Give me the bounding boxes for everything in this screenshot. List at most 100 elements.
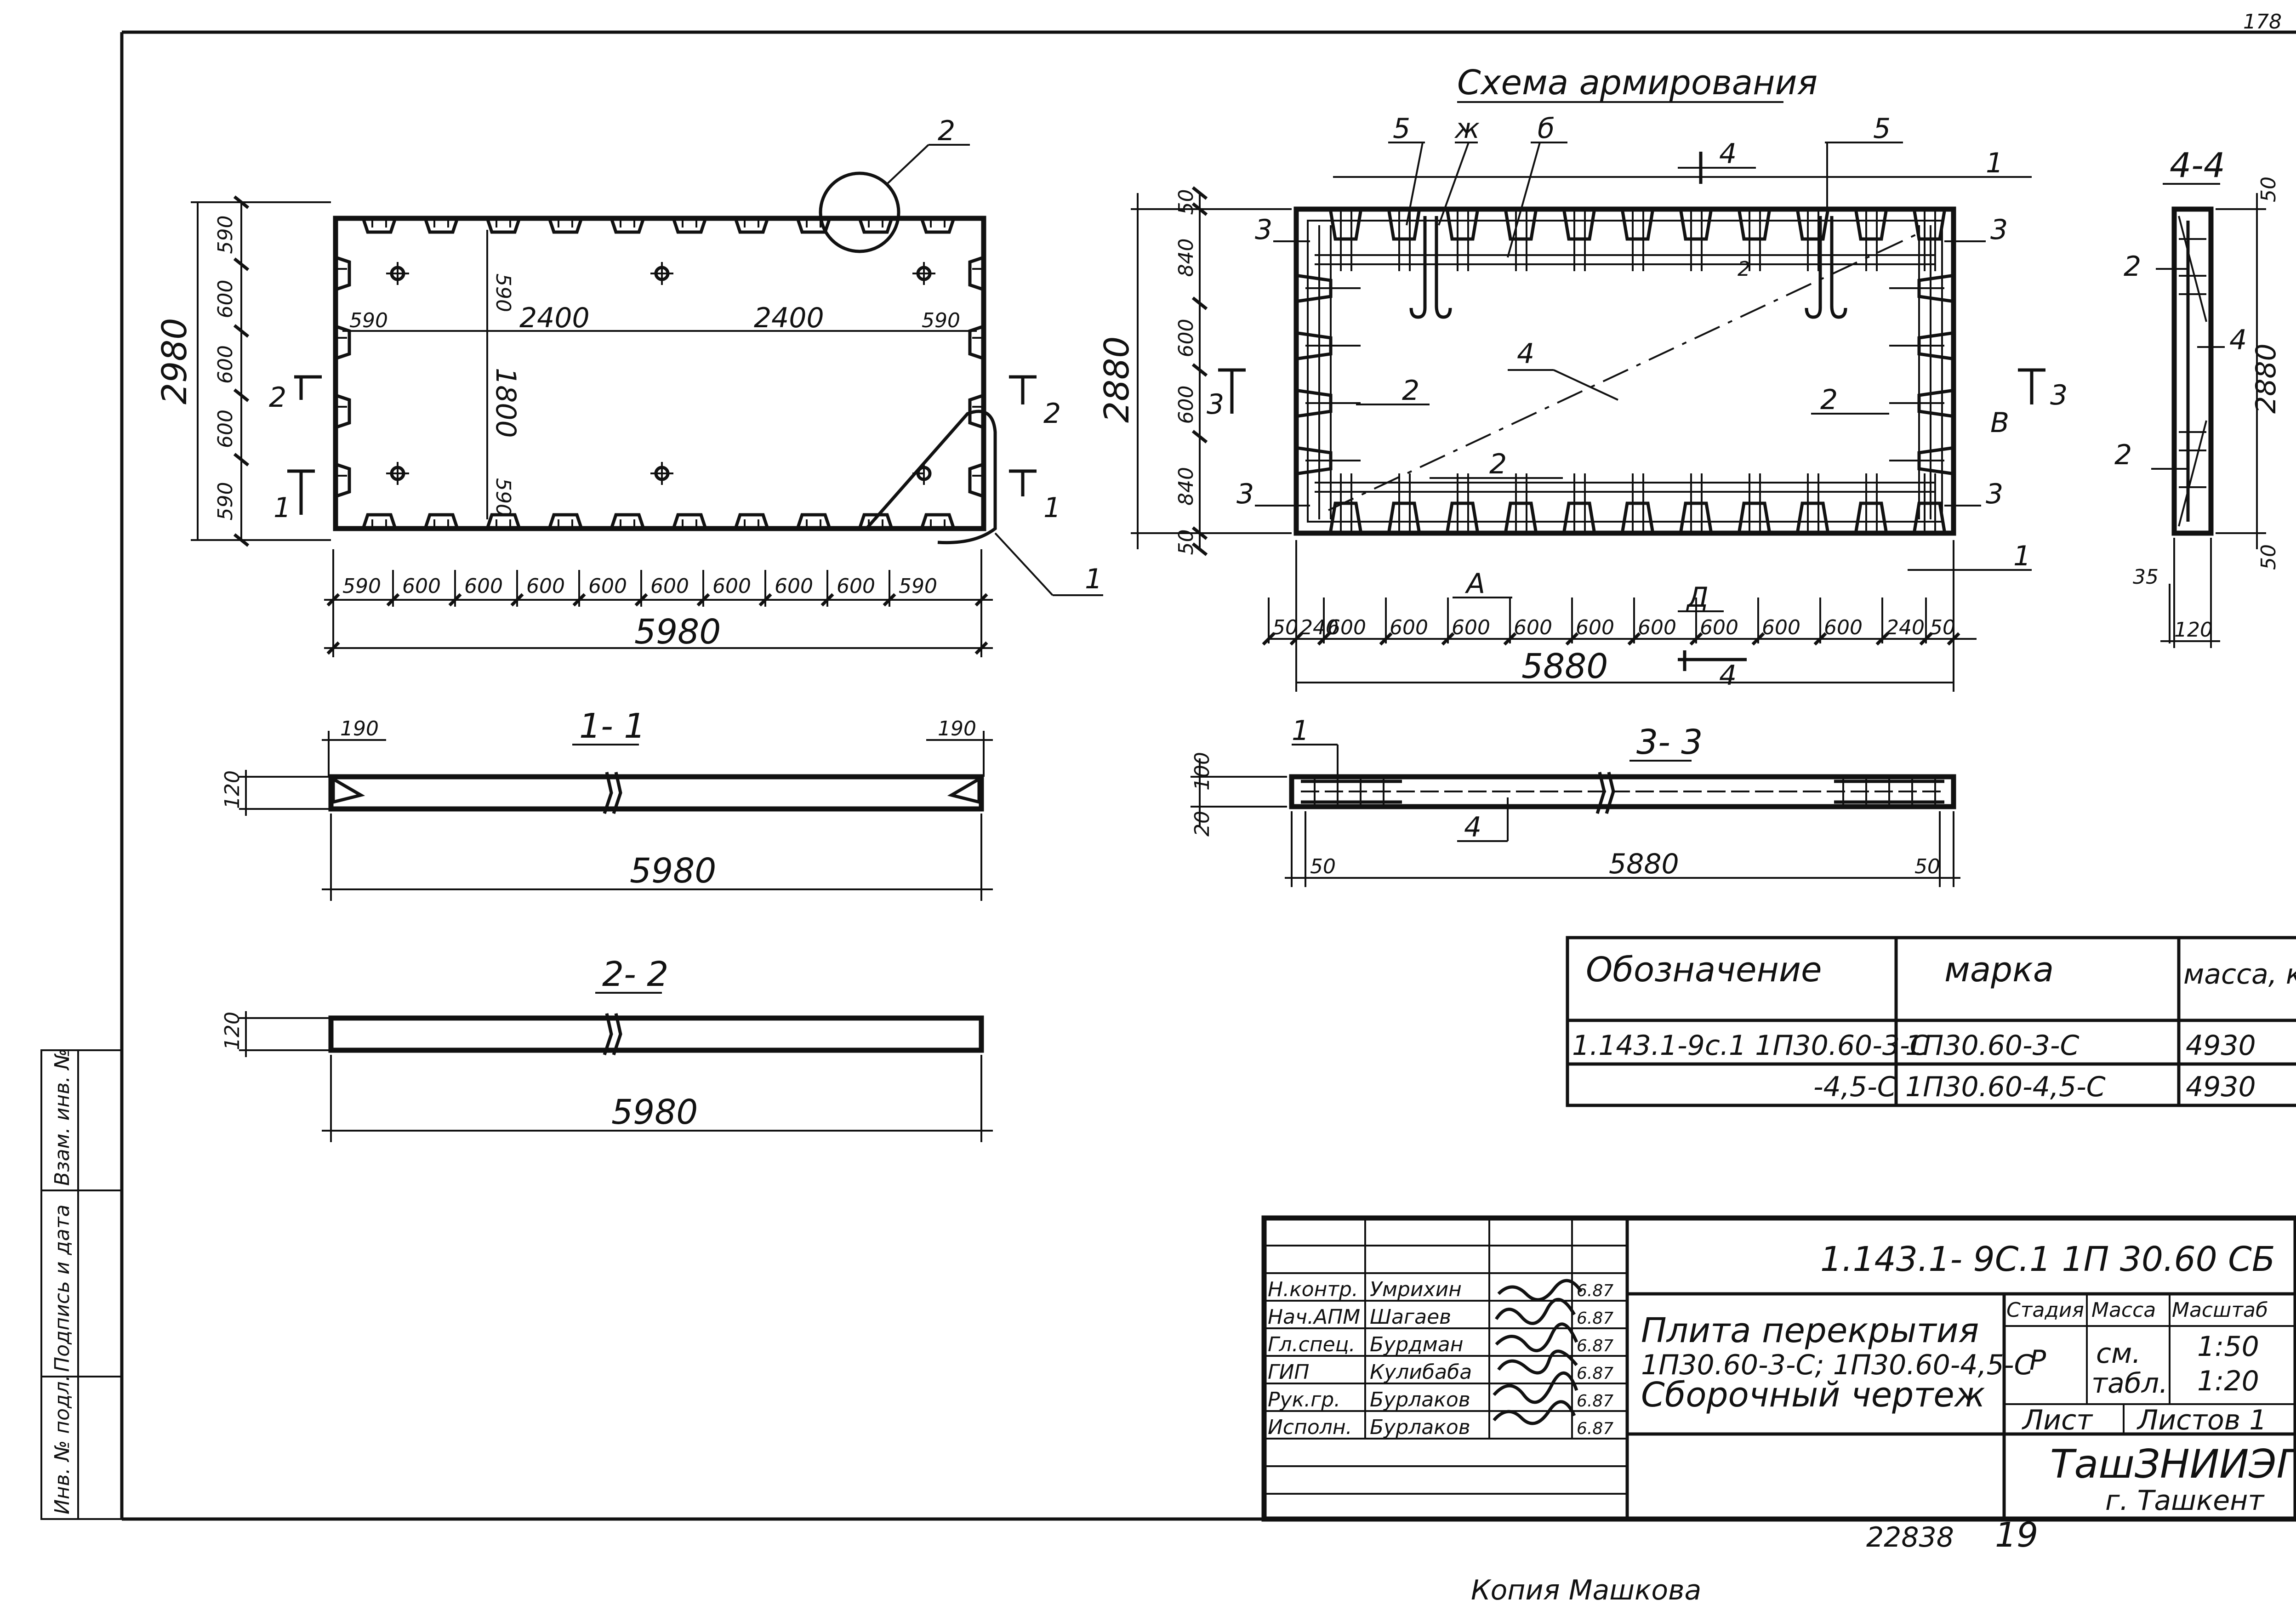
plan-left-tick — [233, 257, 250, 271]
reinf-left-tick — [1191, 430, 1208, 444]
plan-view: 590 2400 2400 590 590 590 1800 2 1 2 2 1… — [155, 115, 1103, 657]
reinf-top-key — [1387, 211, 1421, 241]
section-33-label-1: 1 — [1292, 715, 1309, 747]
copy-note: Копия Машкова — [1471, 1574, 1701, 1606]
plan-key-bottom — [734, 513, 769, 529]
tb-name: Шагаев — [1370, 1305, 1451, 1329]
plan-left-tick — [233, 195, 250, 209]
plan-left-dim-label: 600 — [214, 345, 237, 384]
reinf-top-label-zh: ж — [1454, 113, 1480, 145]
plan-left-tick — [233, 388, 250, 402]
plan-key-bottom — [610, 513, 645, 529]
plan-key-right — [968, 324, 985, 360]
reinf-right-mesh — [1889, 225, 1952, 519]
tb-title-line2: 1П30.60-3-С; 1П30.60-4,5-С — [1641, 1349, 2033, 1381]
reinf-title: Схема армирования — [1457, 63, 1817, 102]
reinf-slab-outline — [1293, 206, 1956, 536]
plan-key-top — [672, 217, 707, 234]
plan-key-left — [335, 462, 351, 498]
plan-bottom-dim-label: 590 — [342, 575, 381, 598]
reinf-left-dim-label: 600 — [1174, 319, 1198, 358]
reinf-left-tick — [1191, 542, 1208, 556]
spec-row2-mark: 1П30.60-4,5-С — [1905, 1071, 2106, 1103]
reinf-top-key — [1621, 211, 1654, 241]
reinf-bottom-key — [1796, 501, 1829, 531]
tb-sheets-label: Листов 1 — [2136, 1404, 2267, 1436]
reinf-label-2a: 2 — [1402, 375, 1419, 407]
plan-bottom-dim-label: 600 — [588, 575, 627, 598]
tb-scale-2: 1:20 — [2197, 1365, 2259, 1397]
reinf-section-4-bottom: 4 — [1719, 660, 1737, 692]
plan-bottom-dim-label: 600 — [712, 575, 751, 598]
plan-inner-590-right: 590 — [922, 309, 960, 332]
reinf-bottom-key — [1738, 501, 1771, 531]
reinf-top-label-4: 4 — [1719, 138, 1737, 170]
spec-table: Обозначение марка масса, кг 1.143.1-9с.1… — [1566, 936, 2296, 1107]
reinf-label-3b: 3 — [1990, 214, 2008, 246]
plan-bottom-dim-label: 600 — [837, 575, 875, 598]
reinf-label-3c: 3 — [1236, 478, 1254, 510]
reinf-bottom-key — [1562, 501, 1596, 531]
reinf-left-tick — [1191, 526, 1208, 540]
plan-key-top — [361, 217, 397, 234]
lifting-points — [386, 262, 935, 485]
plan-key-bottom — [672, 513, 707, 529]
plan-key-top — [734, 217, 769, 234]
tb-scale-header: Масштаб — [2172, 1298, 2268, 1322]
plan-inner-590-top: 590 — [491, 273, 515, 312]
plan-left-tick — [233, 533, 250, 547]
bottom-number-right: 19 — [1995, 1515, 2038, 1555]
spec-row2-designation: -4,5-С — [1813, 1071, 1897, 1103]
plan-key-bottom — [361, 513, 397, 529]
reinf-overall-length: 5880 — [1521, 647, 1608, 686]
reinf-left-tick — [1191, 186, 1208, 200]
reinf-label-2c: 2 — [1738, 257, 1750, 281]
plan-keys-left — [333, 256, 351, 498]
reinf-bottom-dim-label: 600 — [1576, 616, 1614, 639]
plan-key-top — [920, 217, 956, 234]
tb-date: 6.87 — [1577, 1392, 1613, 1411]
plan-bottom-dim-label: 590 — [899, 575, 937, 598]
plan-key-bottom — [485, 513, 521, 529]
section-33-bars — [1314, 779, 1936, 804]
reinf-top-key — [1796, 211, 1829, 241]
plan-key-bottom — [796, 513, 832, 529]
reinf-bottom-dim-label: 50 — [1930, 616, 1955, 639]
reinf-top-key — [1854, 211, 1888, 241]
tb-name: Бурлаков — [1370, 1416, 1470, 1439]
section-44-dim-35: 35 — [2133, 565, 2159, 589]
stamp-signature-date: Подпись и дата — [51, 1205, 74, 1372]
reinf-left-mesh — [1298, 225, 1361, 519]
reinf-label-1b: 1 — [2013, 540, 2031, 572]
plan-bottom-dim-label: 600 — [775, 575, 813, 598]
section-44-label-4: 4 — [2229, 324, 2247, 356]
plan-key-bottom — [423, 513, 459, 529]
spec-header-mass: масса, кг — [2183, 958, 2296, 990]
plan-slab-outline — [333, 216, 986, 531]
reinf-bottom-mesh — [1315, 473, 1946, 533]
reinf-bottom-dim-label: 50 — [1272, 616, 1298, 639]
plan-key-left — [335, 393, 351, 429]
section-33-dim-right: 50 — [1914, 855, 1940, 878]
reinf-label-3a: 3 — [1255, 214, 1272, 246]
plan-length-tick — [974, 641, 988, 655]
reinf-top-key — [1504, 211, 1538, 241]
section-44-diag — [2178, 216, 2207, 322]
section-22-thickness: 120 — [221, 1012, 244, 1050]
section-44-dim-mid: 2880 — [2250, 343, 2282, 414]
reinf-bottom-dim-label: 600 — [1327, 616, 1366, 639]
reinf-label-V: В — [1990, 407, 2009, 439]
reinforcement-scheme: Схема армирования 4 5 ж б 4 5 1 — [1097, 63, 2068, 692]
reinf-bottom-dim-label: 600 — [1514, 616, 1552, 639]
reinf-bottom-key — [1679, 501, 1713, 531]
plan-section-2-right: 2 — [1043, 398, 1061, 430]
tb-date: 6.87 — [1577, 1281, 1613, 1300]
section-33-dim-left: 50 — [1310, 855, 1336, 878]
plan-bottom-dim-label: 600 — [650, 575, 689, 598]
plan-section-1-left: 1 — [273, 492, 291, 524]
reinf-section-3-left: 3 — [1207, 388, 1224, 421]
spec-row1-mark: 1П30.60-3-С — [1905, 1030, 2080, 1062]
